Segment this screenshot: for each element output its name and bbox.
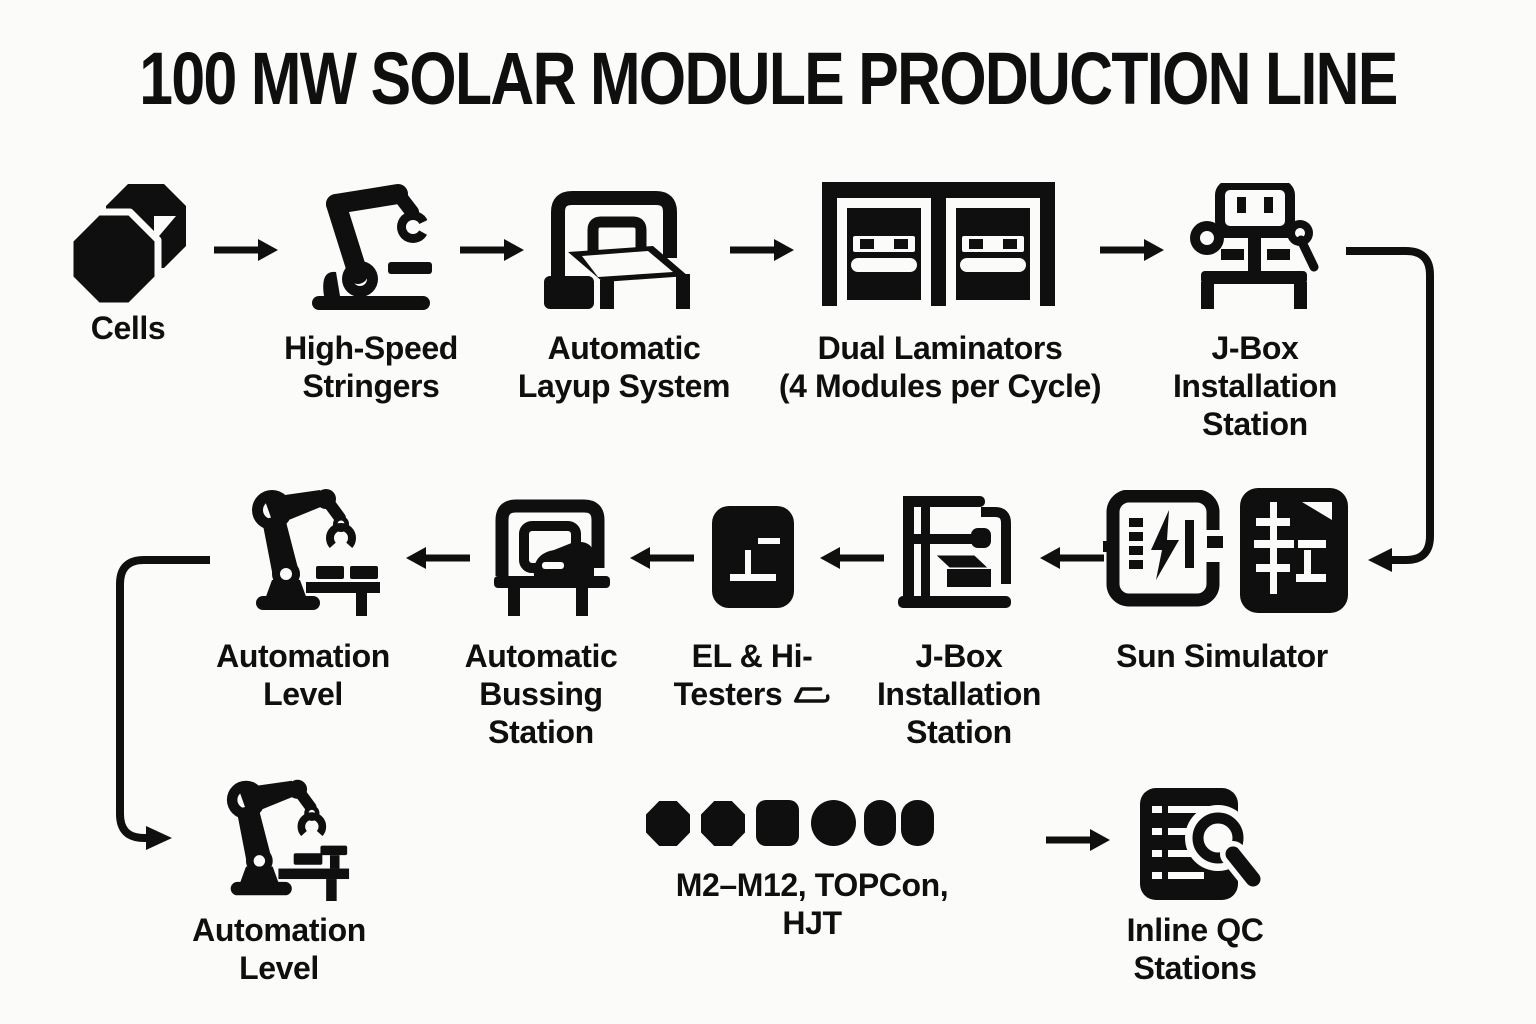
station-label-stringers: High-Speed Stringers (284, 330, 458, 404)
station-label-jbox-1: J-Box Installation Station (1172, 330, 1338, 442)
el-tester-badge-icon (712, 506, 794, 608)
station-label-bussing: Automatic Bussing Station (464, 638, 618, 750)
station-label-automation-2: Automation Level (216, 638, 390, 712)
arrow-left-icon (406, 547, 470, 569)
arrow-left-icon (820, 547, 884, 569)
station-label-layup: Automatic Layup System (517, 330, 731, 404)
cell-shape-pill (901, 800, 934, 846)
station-label-inline-qc: Inline QC Stations (1126, 912, 1264, 986)
cell-shape-octagon (646, 801, 690, 846)
stroke-mark-icon (793, 687, 830, 703)
station-label-sun-simulator: Sun Simulator (1116, 638, 1328, 674)
bussing-iron-icon (494, 499, 610, 616)
dual-chamber-laminator-icon (822, 182, 1055, 306)
cell-shape-pill-narrow (864, 800, 896, 846)
robot-arm-gripper-icon (252, 489, 380, 616)
station-label-automation-3: Automation Level (192, 912, 366, 986)
cell-shape-rounded-square (756, 800, 799, 846)
checklist-magnifier-icon (1140, 788, 1265, 900)
arrow-right-icon (214, 239, 278, 261)
jbox-press-icon (898, 496, 1011, 608)
flash-tester-panel-icon (1240, 488, 1348, 613)
layup-table-icon (544, 191, 690, 309)
jbox-machine-icon (1190, 183, 1319, 309)
station-label-el-testers: EL & Hi- Testers (674, 637, 831, 713)
cell-formats-label: M2–M12, TOPCon, HJT (675, 867, 949, 941)
station-label-jbox-2: J-Box Installation Station (876, 638, 1042, 750)
robot-arm-wrench-icon (312, 184, 440, 310)
robot-arm-gripper-icon (226, 779, 350, 901)
arrow-right-icon (460, 239, 524, 261)
arrow-left-icon (1040, 547, 1104, 569)
arrow-right-icon (1100, 239, 1164, 261)
page-title: 100 MW SOLAR MODULE PRODUCTION LINE (139, 37, 1398, 120)
sun-simulator-icon (1103, 490, 1223, 607)
station-label-laminators: Dual Laminators (4 Modules per Cycle) (778, 330, 1102, 404)
arrow-right-icon (730, 239, 794, 261)
arrow-left-icon (630, 547, 694, 569)
arrow-right-icon (1046, 829, 1110, 851)
station-label-cells: Cells (90, 310, 166, 346)
cell-shape-octagon (701, 801, 745, 846)
solar-cells-icon (66, 184, 186, 308)
cell-shape-circle (811, 800, 856, 846)
